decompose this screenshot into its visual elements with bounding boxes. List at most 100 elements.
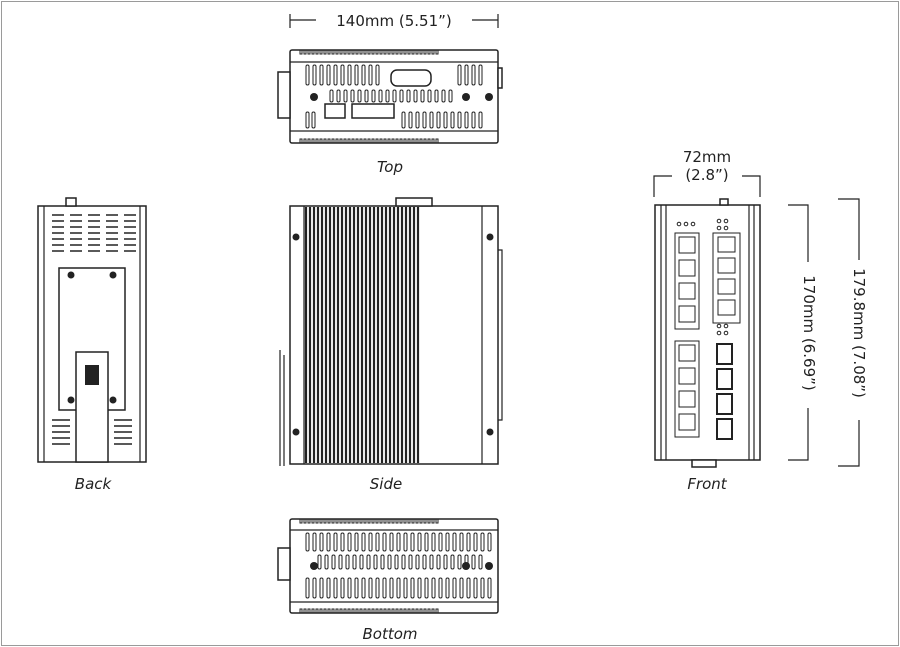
vent-slot: [459, 532, 464, 552]
vent-slot: [445, 577, 450, 599]
vent-slot: [375, 577, 380, 599]
width-dimension: 140mm (5.51”): [289, 12, 499, 30]
vent-slot: [417, 532, 422, 552]
vent-slot: [413, 89, 418, 103]
rj45-port: [678, 236, 696, 254]
rj45-port: [717, 257, 736, 274]
vent-slot: [436, 111, 441, 129]
vent-slot: [359, 554, 364, 570]
led-indicator: [716, 323, 722, 329]
vent-slot: [406, 89, 411, 103]
vent-slot: [487, 532, 492, 552]
height-body-label: 170mm (6.69”): [800, 275, 818, 391]
back-view-label: Back: [75, 475, 113, 493]
front-view: [654, 198, 761, 468]
vent-slot: [466, 577, 471, 599]
back-view: [37, 197, 147, 463]
vent-slot: [368, 577, 373, 599]
rj45-block: [674, 232, 700, 330]
rj45-port: [678, 344, 696, 362]
depth-in-label: (2.8”): [685, 166, 728, 184]
vent-slot: [333, 532, 338, 552]
vent-slot: [473, 532, 478, 552]
side-view: [279, 197, 503, 466]
vent-slot: [312, 64, 317, 86]
vent-slot: [326, 532, 331, 552]
vent-slot: [429, 554, 434, 570]
io-terminal: [351, 103, 395, 119]
vent-slot: [457, 64, 462, 86]
vent-slot: [464, 111, 469, 129]
vent-slot: [431, 577, 436, 599]
vent-slot: [394, 554, 399, 570]
bottom-view: [277, 518, 499, 614]
vent-slot: [424, 532, 429, 552]
vent-slot: [354, 64, 359, 86]
vent-slot: [331, 554, 336, 570]
vent-slot: [347, 64, 352, 86]
vent-slot: [375, 532, 380, 552]
vent-slot: [452, 532, 457, 552]
vent-slot: [375, 64, 380, 86]
vent-slot: [438, 532, 443, 552]
vent-slot: [431, 532, 436, 552]
vent-slot: [438, 577, 443, 599]
vent-slot: [319, 577, 324, 599]
vent-edge: [299, 138, 440, 144]
vent-slot: [366, 554, 371, 570]
vent-slot: [441, 89, 446, 103]
vent-edge: [299, 518, 440, 524]
vent-slot: [410, 532, 415, 552]
vent-slot: [473, 577, 478, 599]
vent-slot: [305, 577, 310, 599]
vent-slot: [333, 64, 338, 86]
led-indicator: [676, 221, 682, 227]
vent-slot: [382, 577, 387, 599]
vent-slot: [480, 532, 485, 552]
vent-slot: [378, 89, 383, 103]
vent-slot: [417, 577, 422, 599]
width-label: 140mm (5.51”): [336, 12, 452, 30]
rj45-port: [678, 282, 696, 300]
vent-slot: [410, 577, 415, 599]
vent-slot: [311, 111, 316, 129]
vent-slot: [305, 64, 310, 86]
vent-slot: [466, 532, 471, 552]
depth-dimension: 72mm (2.8”): [653, 148, 761, 197]
vent-slot: [436, 554, 441, 570]
vent-slot: [368, 64, 373, 86]
vent-slot: [457, 554, 462, 570]
rj45-port: [717, 278, 736, 295]
vent-slot: [396, 577, 401, 599]
vent-slot: [445, 532, 450, 552]
vent-slot: [389, 577, 394, 599]
led-indicator: [716, 330, 722, 336]
vent-slot: [319, 64, 324, 86]
vent-slot: [401, 554, 406, 570]
vent-slot: [333, 577, 338, 599]
vent-slot: [326, 577, 331, 599]
led-indicator: [716, 225, 722, 231]
vent-slot: [389, 532, 394, 552]
vent-slot: [457, 111, 462, 129]
vent-slot: [340, 577, 345, 599]
vent-slot: [312, 577, 317, 599]
power-terminal: [324, 103, 346, 119]
top-view: [277, 49, 503, 144]
vent-slot: [464, 64, 469, 86]
vent-slot: [354, 577, 359, 599]
vent-slot: [427, 89, 432, 103]
vent-slot: [338, 554, 343, 570]
sfp-port: [716, 368, 733, 390]
vent-slot: [408, 554, 413, 570]
vent-slot: [326, 64, 331, 86]
rj45-block: [712, 232, 741, 324]
led-indicator: [716, 218, 722, 224]
vent-slot: [371, 89, 376, 103]
vent-slot: [471, 111, 476, 129]
front-view-label: Front: [687, 475, 727, 493]
vent-slot: [354, 532, 359, 552]
vent-slot: [450, 111, 455, 129]
vent-slot: [415, 554, 420, 570]
vent-slot: [329, 89, 334, 103]
